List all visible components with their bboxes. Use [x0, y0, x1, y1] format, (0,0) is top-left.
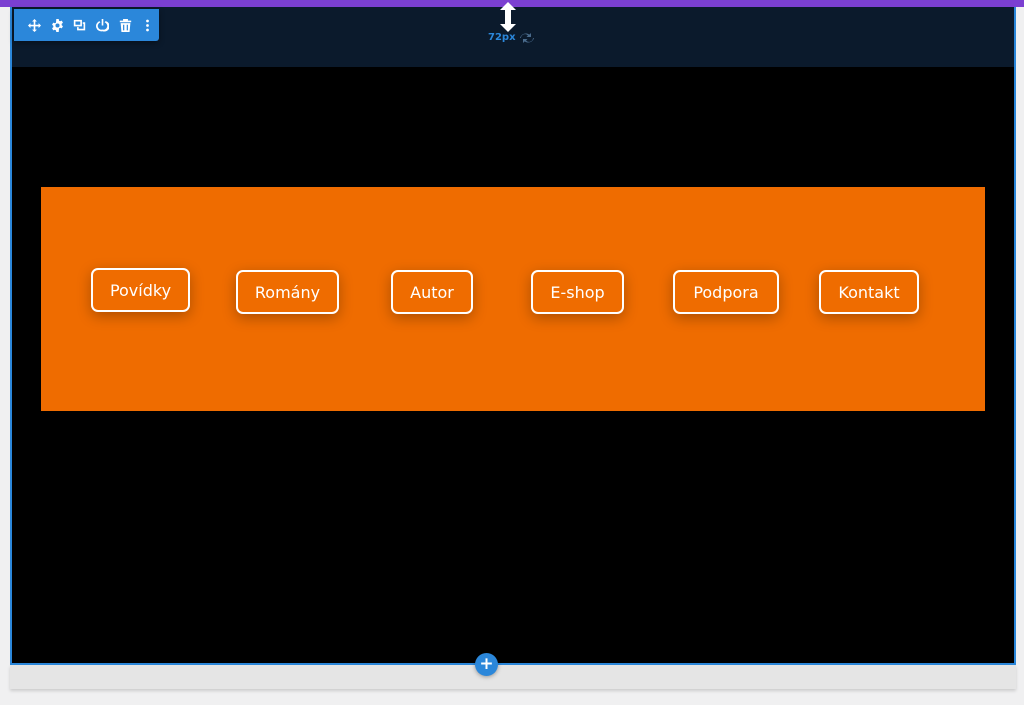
power-toggle-icon[interactable]	[91, 9, 114, 41]
menu-button-romany[interactable]: Romány	[236, 270, 339, 314]
menu-button-autor[interactable]: Autor	[391, 270, 473, 314]
duplicate-icon[interactable]	[68, 9, 91, 41]
add-section-button[interactable]: +	[475, 653, 498, 676]
padding-value-label: 72px	[488, 32, 516, 43]
trash-icon[interactable]	[114, 9, 137, 41]
more-options-icon[interactable]	[136, 9, 159, 41]
settings-gear-icon[interactable]	[46, 9, 69, 41]
section-container[interactable]: 72px Povídky Romány Autor E-shop Podpora…	[10, 2, 1016, 665]
menu-button-eshop[interactable]: E-shop	[531, 270, 624, 314]
top-padding-zone[interactable]	[12, 7, 1014, 67]
move-icon[interactable]	[23, 9, 46, 41]
menu-button-kontakt[interactable]: Kontakt	[819, 270, 919, 314]
menu-button-povidky[interactable]: Povídky	[91, 268, 190, 312]
vertical-resize-arrow-icon	[500, 2, 516, 32]
padding-resize-handle[interactable]	[498, 1, 518, 33]
section-bottom-bar	[10, 665, 1016, 689]
top-admin-strip	[0, 0, 1024, 7]
sync-padding-icon[interactable]	[520, 33, 534, 43]
section-toolbar	[14, 9, 159, 41]
menu-row-band: Povídky Romány Autor E-shop Podpora Kont…	[41, 187, 985, 411]
menu-button-podpora[interactable]: Podpora	[673, 270, 779, 314]
